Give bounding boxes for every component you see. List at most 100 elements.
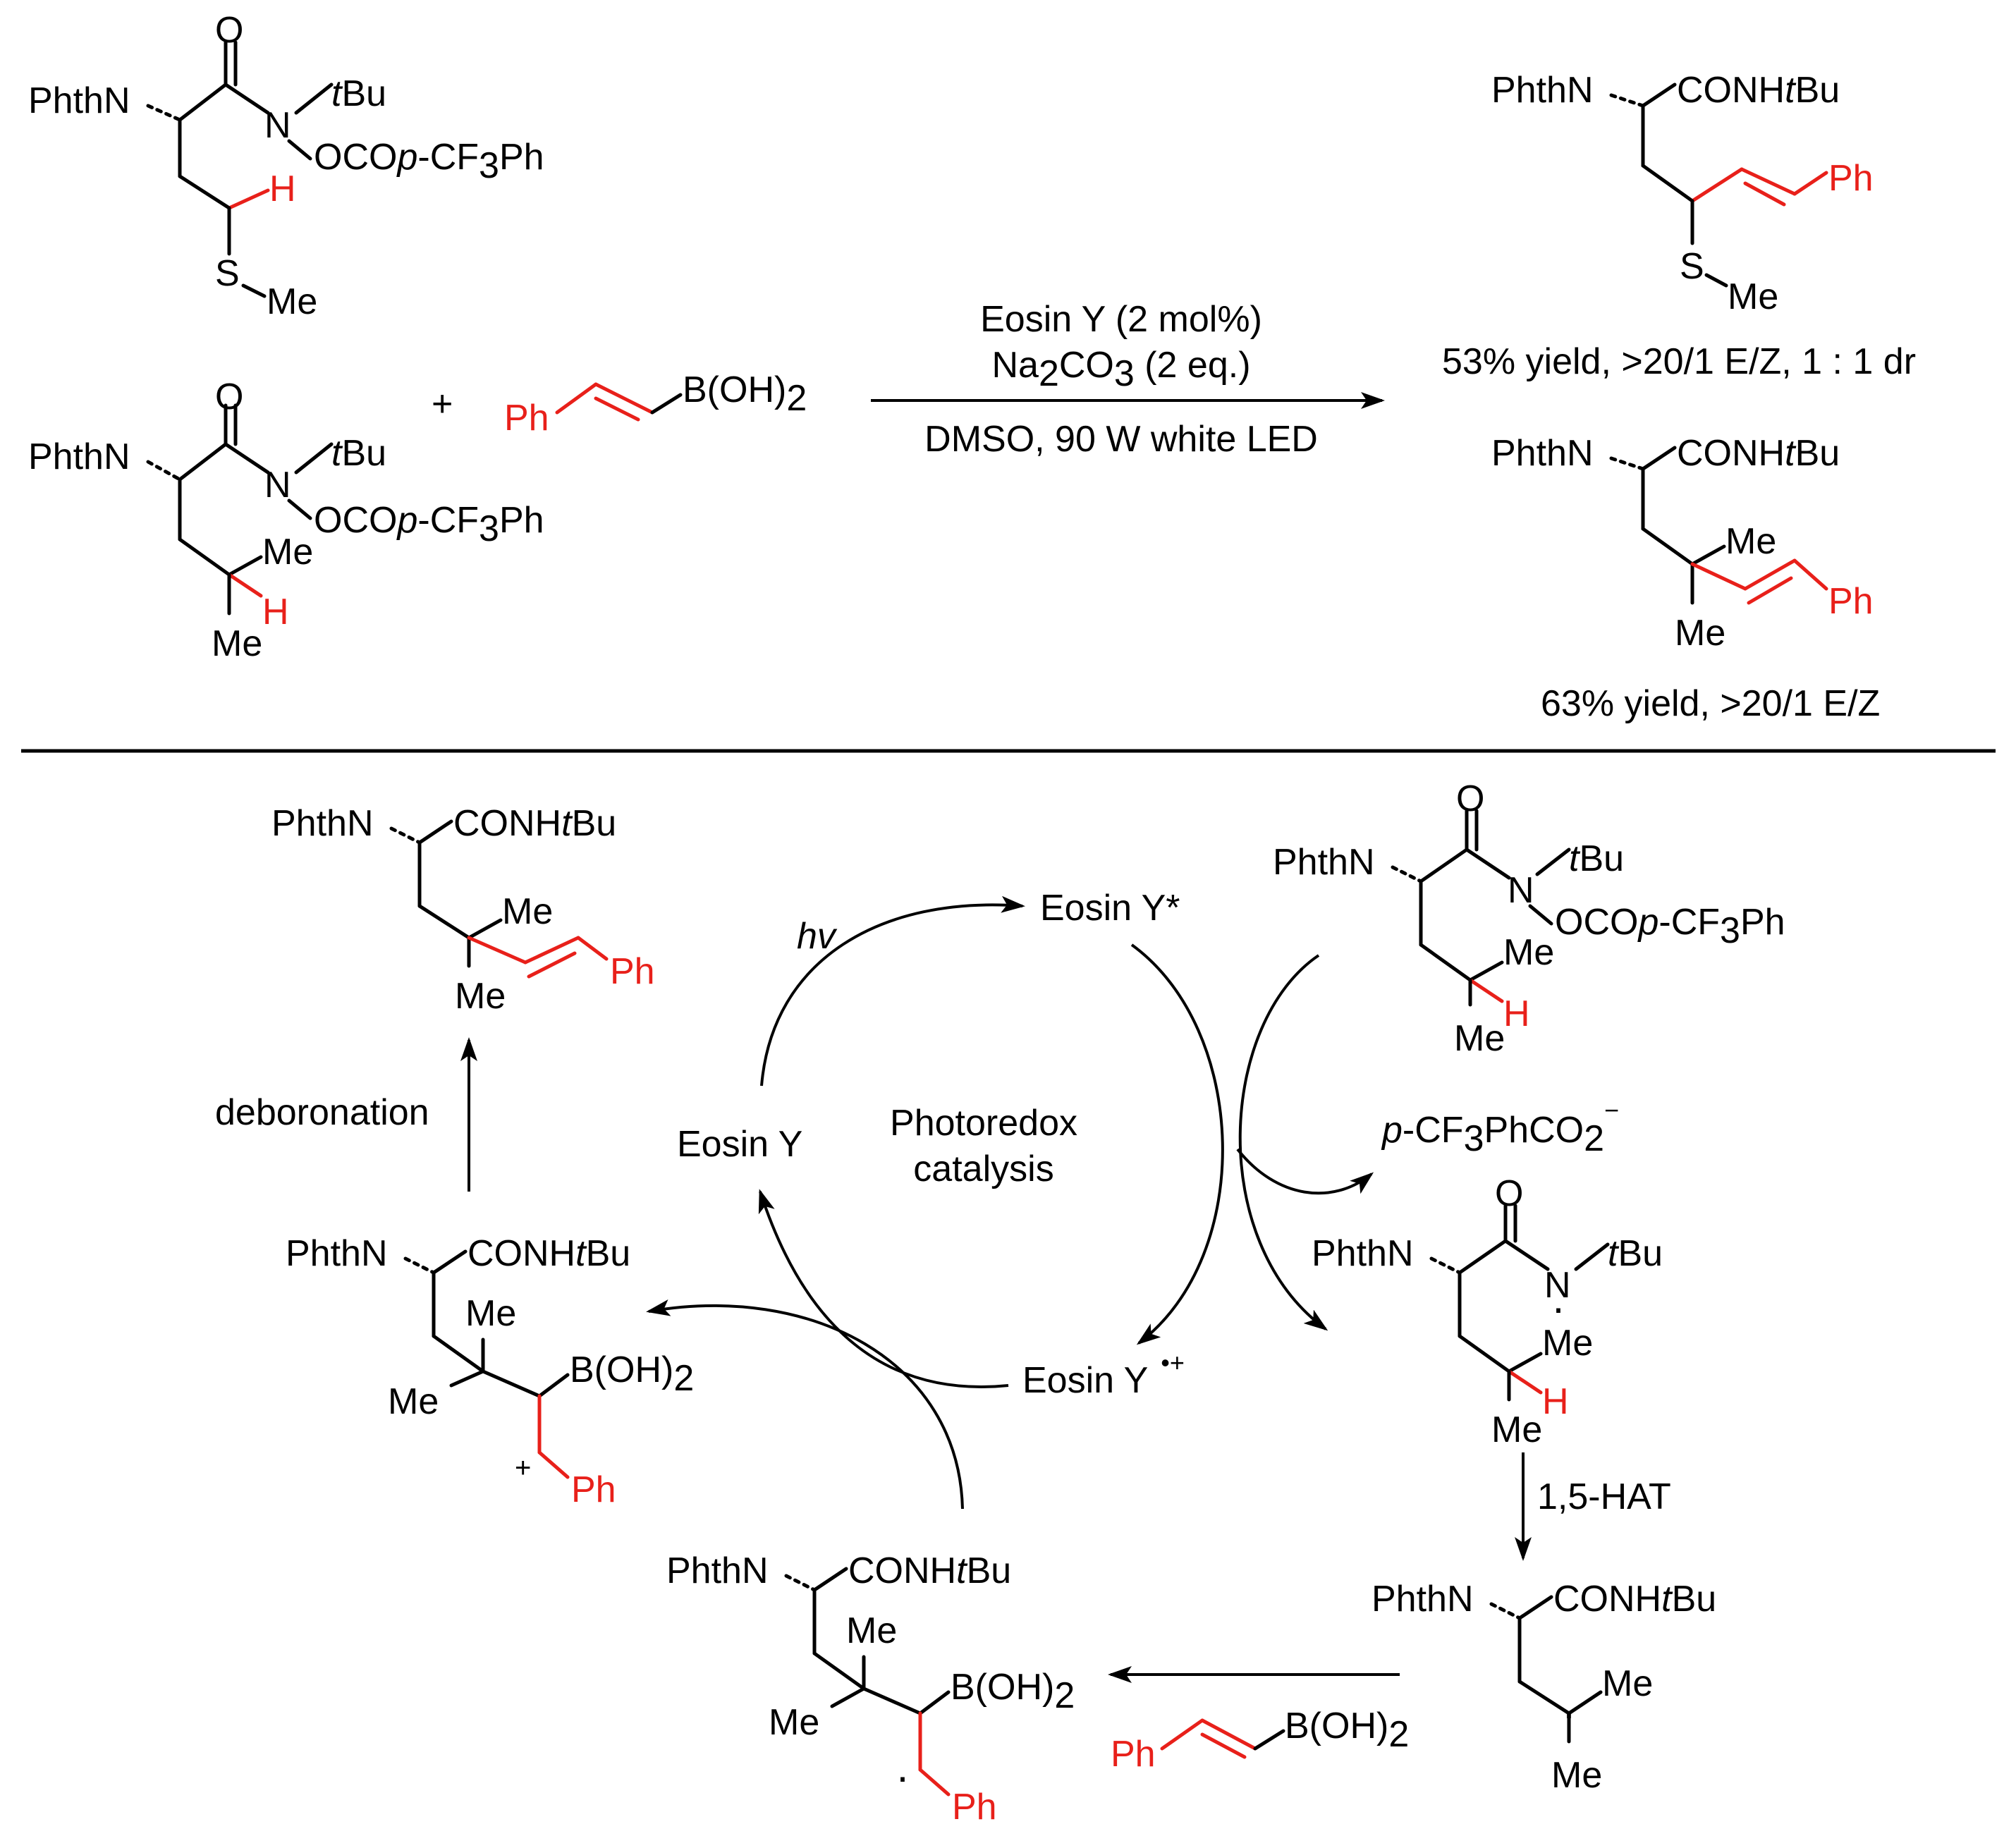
- svg-text:Me: Me: [455, 976, 506, 1017]
- mech-substrate: PhthN O N tBu OCOp-CF3Ph Me H Me: [1273, 778, 1785, 1059]
- mech-amidyl-radical: PhthN O N · tBu Me H Me: [1312, 1173, 1663, 1450]
- svg-text:OCOp-CF3Ph: OCOp-CF3Ph: [1555, 902, 1785, 951]
- svg-text:PhthN: PhthN: [271, 803, 374, 844]
- deboronation-label: deboronation: [215, 1092, 429, 1133]
- svg-text:PhthN: PhthN: [1273, 842, 1375, 883]
- svg-text:Ph: Ph: [504, 398, 549, 439]
- svg-text:Me: Me: [1542, 1323, 1593, 1364]
- svg-text:+: +: [515, 1452, 531, 1483]
- svg-text:CONHtBu: CONHtBu: [468, 1233, 630, 1274]
- svg-text:H: H: [262, 592, 289, 632]
- svg-text:B(OH)2: B(OH)2: [1285, 1706, 1409, 1755]
- svg-text:Me: Me: [212, 623, 262, 664]
- svg-text:B(OH)2: B(OH)2: [570, 1350, 694, 1399]
- carboxylate-anion: p-CF3PhCO2−: [1381, 1096, 1619, 1159]
- svg-text:Me: Me: [846, 1610, 897, 1651]
- cycle-labels: hv Eosin Y* Eosin Y Photoredox catalysis…: [215, 888, 1671, 1517]
- svg-text:O: O: [1495, 1173, 1523, 1214]
- product-1-yield: 53% yield, >20/1 E/Z, 1 : 1 dr: [1442, 341, 1916, 382]
- styrylboronic-acid-mech: Ph B(OH)2: [1111, 1706, 1409, 1775]
- substrate-2-leucine: PhthN O N tBu OCOp-CF3Ph Me H Me: [28, 377, 544, 664]
- substrate-1-thioether: PhthN O N tBu OCOp-CF3Ph H S Me: [28, 10, 544, 322]
- svg-text:tBu: tBu: [1569, 838, 1624, 879]
- reaction-conditions: Eosin Y (2 mol%) Na2CO3 (2 eq.) DMSO, 90…: [871, 299, 1385, 460]
- svg-text:N: N: [1508, 870, 1534, 911]
- eosin-ground: Eosin Y: [677, 1124, 802, 1165]
- h-atom: H: [269, 169, 296, 209]
- svg-text:CONHtBu: CONHtBu: [1677, 70, 1840, 111]
- center-label-1: Photoredox: [890, 1103, 1077, 1144]
- eosin-radical-cation: Eosin Y•+: [1022, 1348, 1185, 1401]
- product-2-yield: 63% yield, >20/1 E/Z: [1541, 683, 1880, 724]
- styrylboronic-acid-top: Ph B(OH)2: [504, 369, 807, 439]
- svg-text:CONHtBu: CONHtBu: [1553, 1579, 1716, 1620]
- svg-text:Me: Me: [1491, 1409, 1542, 1450]
- product-1: PhthN CONHtBu Ph S Me 53% yield, >20/1 E…: [1442, 70, 1916, 382]
- condition-catalyst: Eosin Y (2 mol%): [980, 299, 1262, 340]
- svg-text:Ph: Ph: [1828, 581, 1874, 622]
- svg-text:Me: Me: [1602, 1663, 1653, 1704]
- svg-text:PhthN: PhthN: [1372, 1579, 1474, 1620]
- hv-label: hv: [797, 916, 838, 957]
- sulfur: S: [215, 253, 240, 294]
- svg-text:Ph: Ph: [610, 951, 655, 992]
- product-2: PhthN CONHtBu Me Me Ph 63% yield, >20/1 …: [1491, 433, 1880, 724]
- svg-text:PhthN: PhthN: [1491, 433, 1594, 474]
- svg-text:tBu: tBu: [1608, 1233, 1663, 1274]
- hat-label: 1,5-HAT: [1537, 1476, 1671, 1517]
- svg-text:N: N: [1544, 1265, 1571, 1306]
- svg-text:H: H: [1503, 993, 1530, 1034]
- svg-text:B(OH)2: B(OH)2: [683, 369, 807, 419]
- svg-text:Me: Me: [1725, 521, 1776, 562]
- svg-text:Ph: Ph: [952, 1787, 997, 1828]
- svg-text:CONHtBu: CONHtBu: [848, 1550, 1011, 1591]
- svg-text:O: O: [1456, 778, 1484, 819]
- svg-text:Ph: Ph: [1828, 158, 1874, 199]
- svg-text:CONHtBu: CONHtBu: [1677, 433, 1840, 474]
- mech-carbon-radical: PhthN CONHtBu · Me Me: [1372, 1579, 1716, 1796]
- svg-text:N: N: [264, 465, 291, 506]
- center-label-2: catalysis: [913, 1149, 1053, 1189]
- svg-text:S: S: [1680, 246, 1704, 287]
- svg-text:Me: Me: [1675, 613, 1725, 654]
- condition-solvent-light: DMSO, 90 W white LED: [924, 419, 1318, 460]
- eosin-excited: Eosin Y*: [1040, 888, 1180, 929]
- svg-text:PhthN: PhthN: [28, 436, 130, 477]
- carbonyl-o: O: [215, 10, 243, 51]
- amide-n: N: [264, 105, 291, 146]
- methyl: Me: [267, 281, 317, 322]
- svg-text:O: O: [215, 377, 243, 417]
- svg-text:Me: Me: [1551, 1755, 1602, 1796]
- svg-text:PhthN: PhthN: [666, 1550, 769, 1591]
- svg-text:Me: Me: [1503, 932, 1554, 973]
- svg-text:CONHtBu: CONHtBu: [453, 803, 616, 844]
- plus-sign: +: [432, 384, 453, 424]
- svg-text:H: H: [1542, 1381, 1569, 1422]
- mech-benzyl-radical: PhthN CONHtBu Me Me B(OH)2 · Ph: [666, 1550, 1075, 1828]
- ester-label: OCOp-CF3Ph: [314, 137, 544, 186]
- svg-text:tBu: tBu: [331, 433, 386, 474]
- svg-text:Me: Me: [1728, 276, 1778, 317]
- svg-text:PhthN: PhthN: [1491, 70, 1594, 111]
- svg-text:Me: Me: [1454, 1018, 1505, 1059]
- svg-text:·: ·: [1551, 1284, 1565, 1331]
- svg-text:·: ·: [896, 1753, 910, 1800]
- svg-text:Me: Me: [769, 1702, 819, 1743]
- svg-text:Ph: Ph: [571, 1469, 616, 1510]
- svg-text:B(OH)2: B(OH)2: [951, 1667, 1075, 1716]
- svg-text:Ph: Ph: [1111, 1734, 1156, 1775]
- catalytic-cycle: [460, 895, 1532, 1683]
- svg-text:OCOp-CF3Ph: OCOp-CF3Ph: [314, 500, 544, 549]
- mech-benzyl-cation: PhthN CONHtBu Me Me B(OH)2 + Ph: [286, 1233, 694, 1510]
- phthn-label: PhthN: [28, 80, 130, 121]
- condition-base: Na2CO3 (2 eq.): [991, 345, 1250, 394]
- svg-text:PhthN: PhthN: [286, 1233, 388, 1274]
- svg-text:Me: Me: [262, 532, 313, 573]
- svg-text:Me: Me: [388, 1381, 439, 1422]
- svg-text:Me: Me: [502, 891, 553, 932]
- svg-text:PhthN: PhthN: [1312, 1233, 1414, 1274]
- mech-product: PhthN CONHtBu Me Me Ph: [271, 803, 655, 1017]
- tbu-label: tBu: [331, 73, 386, 114]
- svg-text:Me: Me: [465, 1293, 516, 1334]
